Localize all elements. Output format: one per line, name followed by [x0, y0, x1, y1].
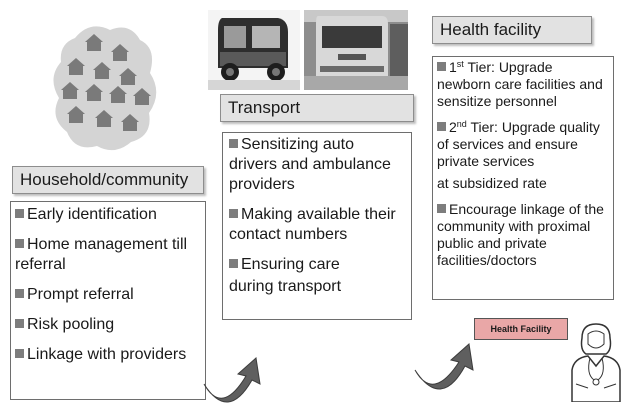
transport-item: Making available their contact numbers — [229, 206, 396, 243]
health-facility-label: Health Facility — [474, 318, 568, 340]
square-bullet-icon — [437, 122, 446, 131]
square-bullet-icon — [15, 239, 24, 248]
transport-header: Transport — [220, 94, 414, 122]
square-bullet-icon — [229, 259, 238, 268]
health-facility-header: Health facility — [432, 16, 592, 44]
square-bullet-icon — [437, 204, 446, 213]
transport-item: Ensuring care — [229, 255, 406, 275]
health-facility-box: 1st Tier: Upgrade newborn care facilitie… — [432, 56, 614, 300]
curved-arrow-icon — [200, 356, 264, 403]
household-community-header: Household/community — [12, 166, 204, 194]
square-bullet-icon — [15, 349, 24, 358]
household-community-box: Early identification Home management til… — [10, 201, 206, 400]
square-bullet-icon — [437, 62, 446, 71]
transport-box: Sensitizing auto drivers and ambulance p… — [222, 132, 412, 320]
bus-ambulance-image — [304, 10, 408, 90]
square-bullet-icon — [15, 289, 24, 298]
household-item: Risk pooling — [15, 315, 201, 335]
transport-item-continuation: during transport — [229, 278, 342, 295]
household-item: Prompt referral — [15, 285, 201, 305]
transport-item: Sensitizing auto drivers and ambulance p… — [229, 136, 391, 193]
linkage-item: Encourage linkage of the community with … — [437, 201, 604, 268]
tier2-continuation: at subsidized rate — [437, 175, 547, 191]
square-bullet-icon — [15, 319, 24, 328]
doctor-illustration — [564, 322, 628, 403]
household-item: Early identification — [15, 205, 201, 225]
household-item: Linkage with providers — [15, 345, 201, 365]
square-bullet-icon — [229, 209, 238, 218]
auto-rickshaw-image — [208, 10, 300, 90]
household-item: Home management till referral — [15, 236, 188, 273]
curved-arrow-icon — [411, 340, 477, 390]
tier1-item: 1st Tier: Upgrade newborn care facilitie… — [437, 59, 603, 109]
square-bullet-icon — [15, 209, 24, 218]
house-cluster-image — [45, 18, 165, 158]
square-bullet-icon — [229, 139, 238, 148]
tier2-item: 2nd Tier: Upgrade quality of services an… — [437, 119, 600, 169]
